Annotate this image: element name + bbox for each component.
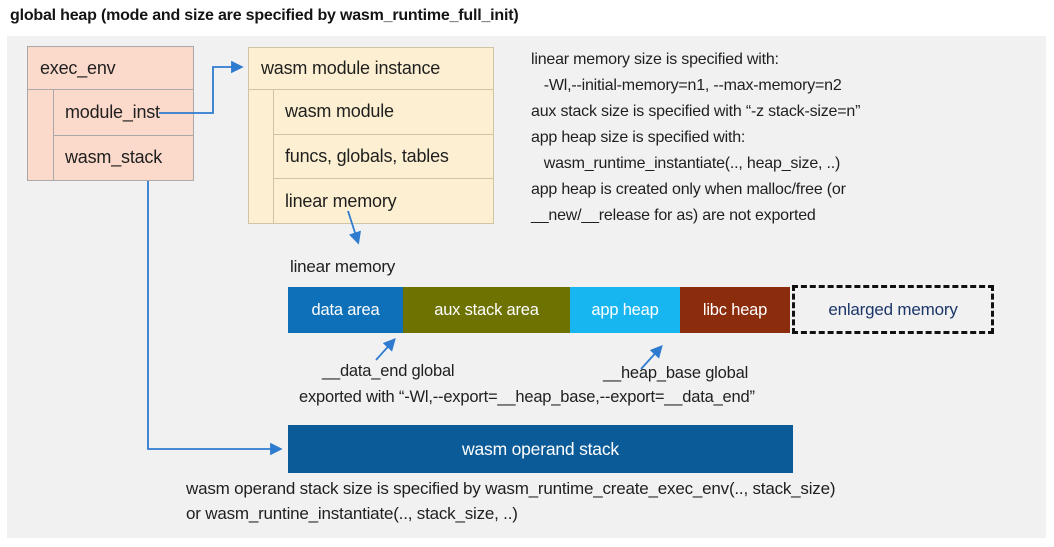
note-line: wasm_runtime_instantiate(.., heap_size, … <box>531 155 841 172</box>
linear-memory-label: linear memory <box>290 257 396 276</box>
module-instance-header: wasm module instance <box>249 48 493 90</box>
operand-stack-note-line-2: or wasm_runtine_instantiate(.., stack_si… <box>186 504 518 523</box>
segment-aux-stack-area: aux stack area <box>403 287 570 333</box>
exec-env-row-module-inst: module_inst <box>65 101 160 122</box>
diagram-title: global heap (mode and size are specified… <box>10 7 519 24</box>
operand-stack-bar: wasm operand stack <box>288 425 793 473</box>
note-line: app heap size is specified with: <box>531 129 746 146</box>
row-linear-memory: linear memory <box>274 178 493 223</box>
enlarged-memory-box: enlarged memory <box>792 285 994 334</box>
note-line: -Wl,--initial-memory=n1, --max-memory=n2 <box>531 77 842 94</box>
row-funcs-globals-tables: funcs, globals, tables <box>274 133 493 179</box>
heap-base-label: __heap_base global <box>603 364 749 382</box>
exec-env-box: exec_env module_inst wasm_stack <box>27 46 194 181</box>
segment-libc-heap: libc heap <box>680 287 790 333</box>
note-line: linear memory size is specified with: <box>531 51 779 68</box>
module-instance-left-strip <box>249 90 274 223</box>
module-instance-box: wasm module instance wasm module funcs, … <box>248 47 494 224</box>
data-end-label: __data_end global <box>322 362 455 380</box>
operand-stack-note-line-1: wasm operand stack size is specified by … <box>186 479 836 498</box>
note-line: aux stack size is specified with “-z sta… <box>531 103 861 120</box>
exec-env-header: exec_env <box>28 47 193 90</box>
segment-app-heap: app heap <box>570 287 680 333</box>
row-wasm-module: wasm module <box>285 101 394 122</box>
note-line: app heap is created only when malloc/fre… <box>531 181 846 198</box>
note-line: __new/__release for as) are not exported <box>531 207 816 224</box>
exec-env-row-wasm-stack: wasm_stack <box>54 134 193 181</box>
linear-memory-bar: data area aux stack area app heap libc h… <box>288 287 790 333</box>
export-note: exported with “-Wl,--export=__heap_base,… <box>299 388 755 406</box>
segment-data-area: data area <box>288 287 403 333</box>
notes-block: linear memory size is specified with: -W… <box>531 47 860 229</box>
exec-env-left-strip <box>28 90 54 180</box>
